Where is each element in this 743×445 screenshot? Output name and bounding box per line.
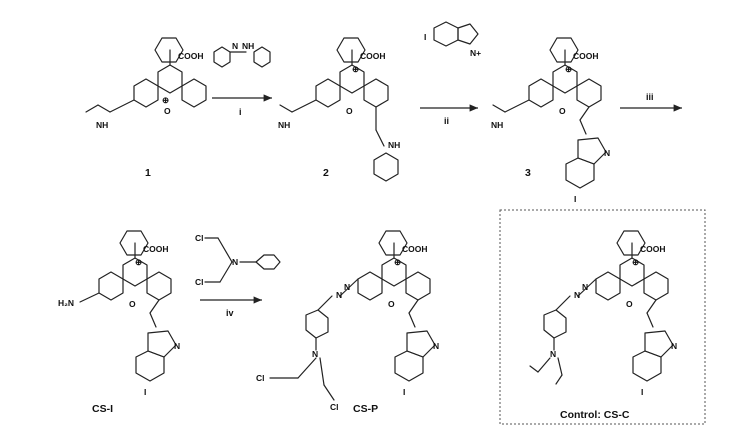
- cs-p-amine-n: N: [312, 349, 318, 359]
- compound-3-iodine: I: [574, 194, 576, 204]
- step-label-iii: iii: [646, 92, 654, 102]
- cs-c-azo-n1: N: [574, 290, 580, 300]
- cs-p-nitrogen: N: [433, 341, 439, 351]
- compound-3-nh: NH: [491, 120, 503, 130]
- compound-3-cooh: COOH: [573, 51, 599, 61]
- step-label-i: i: [239, 107, 242, 117]
- reagent-step-ii: [433, 21, 479, 47]
- compound-label-cs-c: Control: CS-C: [560, 409, 630, 421]
- cs-c-iodine: I: [641, 387, 643, 397]
- cs-p-cl-right: Cl: [330, 402, 339, 412]
- reagent-iv-cl-top: Cl: [195, 233, 204, 243]
- reagent-iv-nitrogen: N: [232, 257, 238, 267]
- cs-i-h2n: H₂N: [58, 298, 74, 308]
- control-box: [499, 209, 706, 425]
- cs-p-structure: [269, 230, 436, 401]
- cs-p-azo-n2: N: [344, 282, 350, 292]
- compound-3-oxygen: O: [559, 106, 566, 116]
- compound-1-cooh: COOH: [178, 51, 204, 61]
- compound-2-oplus: ⊕: [352, 64, 359, 74]
- reagent-i-n1: N: [232, 41, 238, 51]
- compound-label-3: 3: [525, 167, 531, 179]
- reagent-ii-nplus: N+: [470, 48, 481, 58]
- compound-label-cs-i: CS-I: [92, 403, 113, 415]
- cs-c-nitrogen: N: [671, 341, 677, 351]
- reagent-step-iv: [204, 237, 281, 283]
- compound-1-structure: [85, 37, 207, 113]
- compound-3-nitrogen: N: [604, 148, 610, 158]
- compound-label-cs-p: CS-P: [353, 403, 378, 415]
- cs-c-amine-n: N: [550, 349, 556, 359]
- compound-1-oxygen: O: [164, 106, 171, 116]
- reagent-ii-iodine: I: [424, 32, 426, 42]
- compound-3-structure: [492, 37, 607, 189]
- step-label-ii: ii: [444, 116, 449, 126]
- reagent-step-i: [213, 46, 271, 68]
- compound-2-cooh: COOH: [360, 51, 386, 61]
- compound-2-structure: [279, 37, 399, 182]
- compound-label-1: 1: [145, 167, 151, 179]
- cs-c-structure: [529, 230, 674, 385]
- cs-i-nitrogen: N: [174, 341, 180, 351]
- cs-p-azo-n1: N: [336, 290, 342, 300]
- cs-p-iodine: I: [403, 387, 405, 397]
- cs-c-oplus: ⊕: [632, 257, 639, 267]
- compound-2-oxygen: O: [346, 106, 353, 116]
- compound-1-nh: NH: [96, 120, 108, 130]
- cs-p-oplus: ⊕: [394, 257, 401, 267]
- cs-i-structure: [79, 230, 177, 382]
- cs-i-oplus: ⊕: [135, 257, 142, 267]
- reagent-i-nh: NH: [242, 41, 254, 51]
- cs-p-cooh: COOH: [402, 244, 428, 254]
- cs-c-oxygen: O: [626, 299, 633, 309]
- reagent-iv-cl-bottom: Cl: [195, 277, 204, 287]
- cs-c-azo-n2: N: [582, 282, 588, 292]
- cs-c-cooh: COOH: [640, 244, 666, 254]
- compound-2-nh-right: NH: [388, 140, 400, 150]
- cs-i-cooh: COOH: [143, 244, 169, 254]
- compound-1-oplus: ⊕: [162, 95, 169, 105]
- compound-label-2: 2: [323, 167, 329, 179]
- compound-2-nh-left: NH: [278, 120, 290, 130]
- cs-p-cl-left: Cl: [256, 373, 265, 383]
- step-label-iv: iv: [226, 308, 234, 318]
- cs-i-iodine: I: [144, 387, 146, 397]
- cs-i-oxygen: O: [129, 299, 136, 309]
- compound-3-oplus: ⊕: [565, 64, 572, 74]
- cs-p-oxygen: O: [388, 299, 395, 309]
